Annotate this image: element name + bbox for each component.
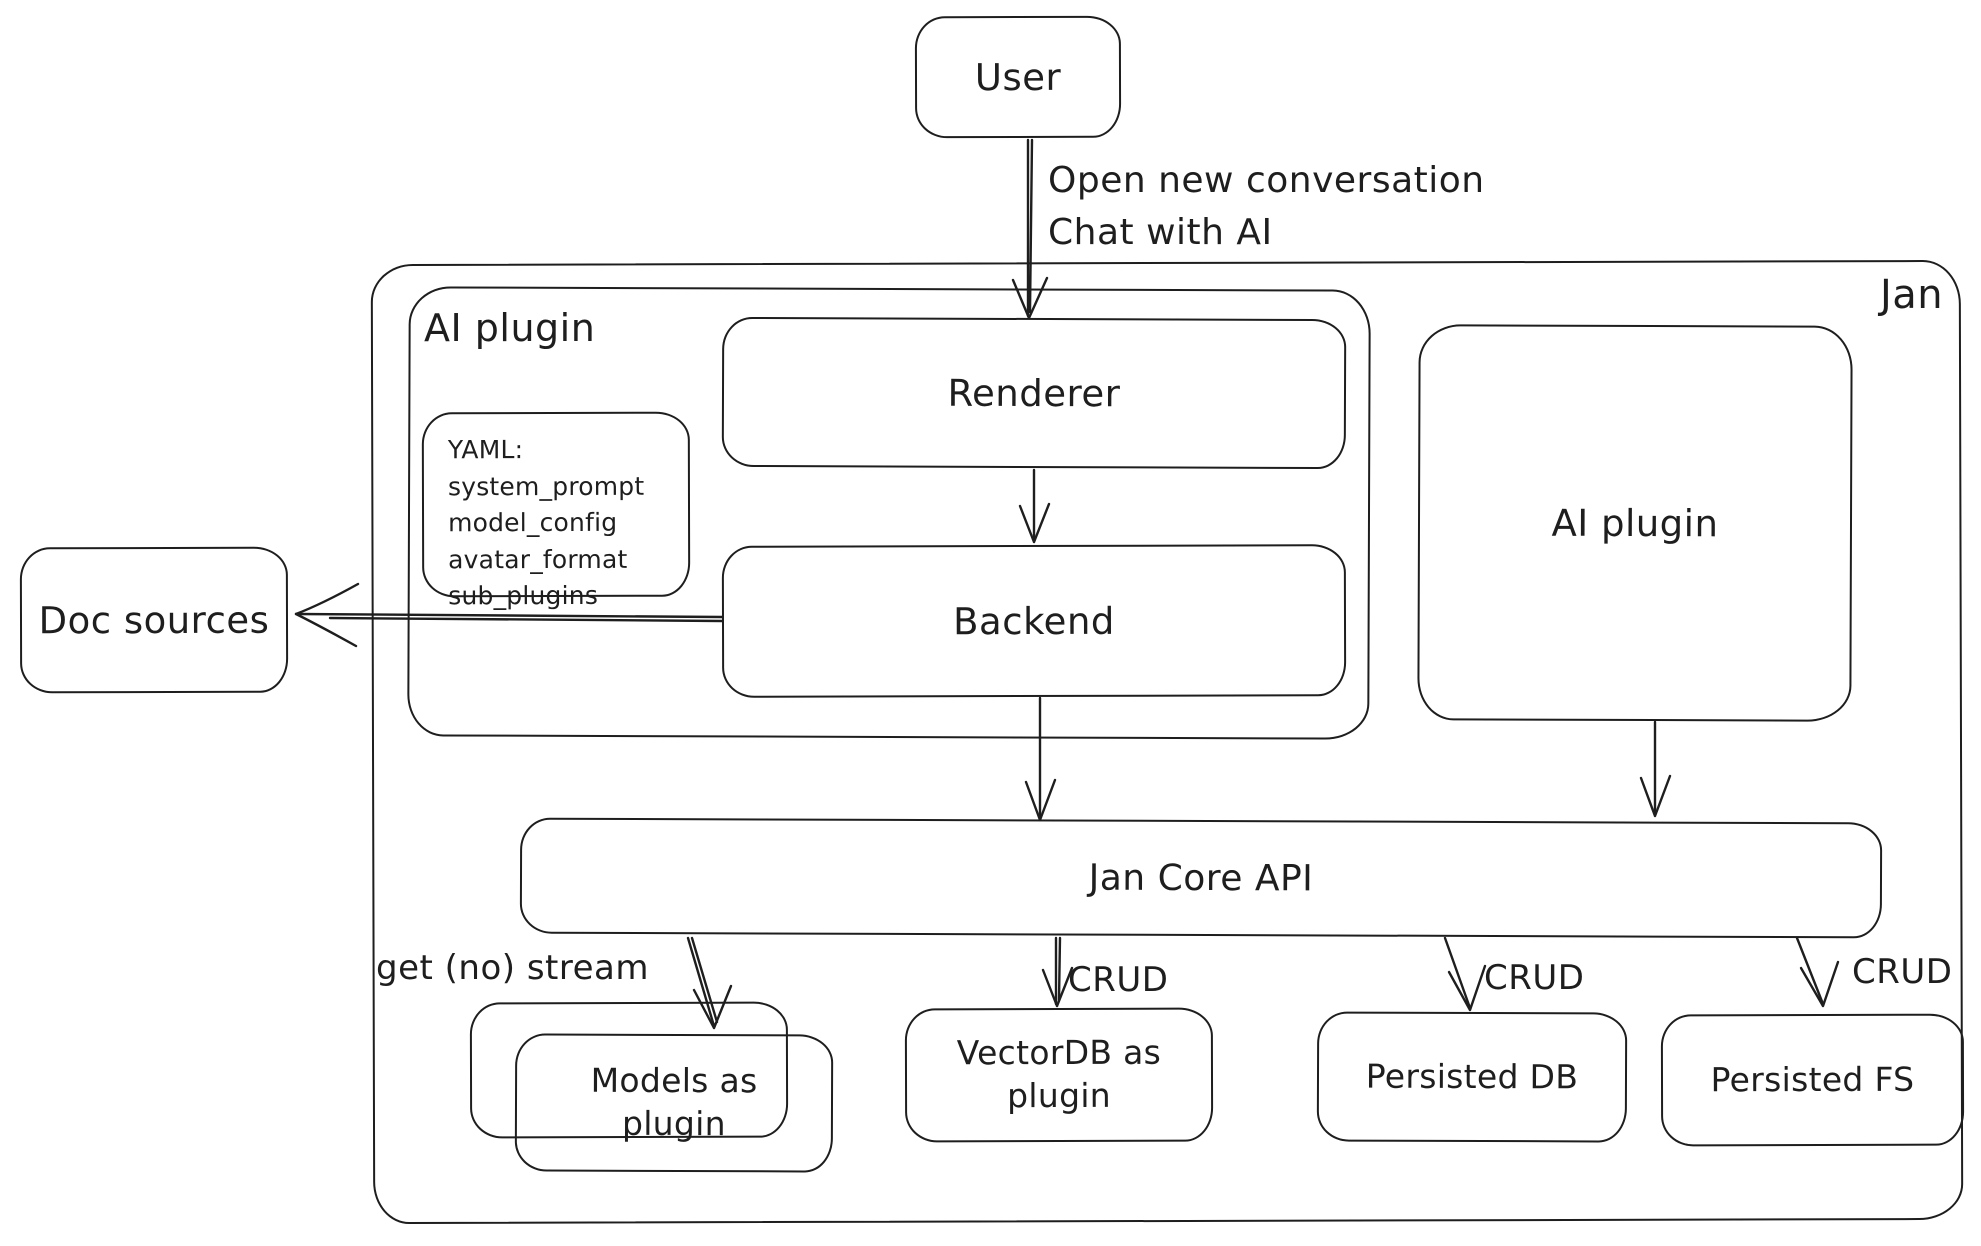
- node-backend-label: Backend: [953, 599, 1115, 643]
- edge-label-get-no-stream: get (no) stream: [376, 948, 649, 988]
- edge-label-crud-persisted-db: CRUD: [1484, 958, 1585, 998]
- node-renderer: Renderer: [721, 316, 1347, 470]
- node-persisted-fs: Persisted FS: [1660, 1013, 1965, 1147]
- node-persisted-db-label: Persisted DB: [1365, 1056, 1579, 1096]
- arrow-backend-to-doc-sources-head: [294, 582, 360, 648]
- node-vectordb-as-plugin: VectorDB as plugin: [904, 1007, 1214, 1143]
- edge-label-chat-with-ai: Chat with AI: [1048, 212, 1273, 253]
- yaml-line: sub_plugins: [448, 580, 599, 611]
- yaml-line: system_prompt: [447, 471, 645, 501]
- yaml-note: YAML: system_prompt model_config avatar_…: [421, 411, 691, 610]
- node-backend: Backend: [721, 544, 1347, 698]
- node-renderer-label: Renderer: [947, 371, 1121, 415]
- ai-plugin-left-label: AI plugin: [424, 306, 596, 350]
- node-doc-sources: Doc sources: [19, 546, 289, 694]
- node-models-as-plugin: Models as plugin: [514, 1033, 834, 1173]
- node-jan-core-api: Jan Core API: [519, 817, 1883, 939]
- node-user-label: User: [974, 55, 1062, 99]
- node-vectordb-as-plugin-label: VectorDB as plugin: [956, 1032, 1162, 1116]
- node-persisted-db: Persisted DB: [1316, 1011, 1628, 1143]
- edge-label-crud-vectordb: CRUD: [1068, 960, 1169, 1000]
- yaml-note-text: YAML: system_prompt model_config avatar_…: [448, 432, 645, 615]
- node-user: User: [914, 15, 1122, 139]
- yaml-line: avatar_format: [448, 544, 628, 574]
- yaml-line: model_config: [448, 507, 618, 538]
- edge-label-open-conversation: Open new conversation: [1048, 160, 1485, 201]
- node-persisted-fs-label: Persisted FS: [1710, 1059, 1915, 1099]
- node-ai-plugin-right-label: AI plugin: [1551, 501, 1719, 545]
- yaml-line: YAML:: [447, 435, 524, 465]
- node-ai-plugin-right: AI plugin: [1417, 324, 1853, 722]
- node-models-as-plugin-label: Models as plugin: [590, 1060, 758, 1144]
- edge-label-crud-persisted-fs: CRUD: [1852, 952, 1953, 992]
- node-doc-sources-label: Doc sources: [38, 598, 270, 642]
- jan-container-label: Jan: [1880, 272, 1944, 318]
- node-jan-core-api-label: Jan Core API: [1088, 857, 1314, 899]
